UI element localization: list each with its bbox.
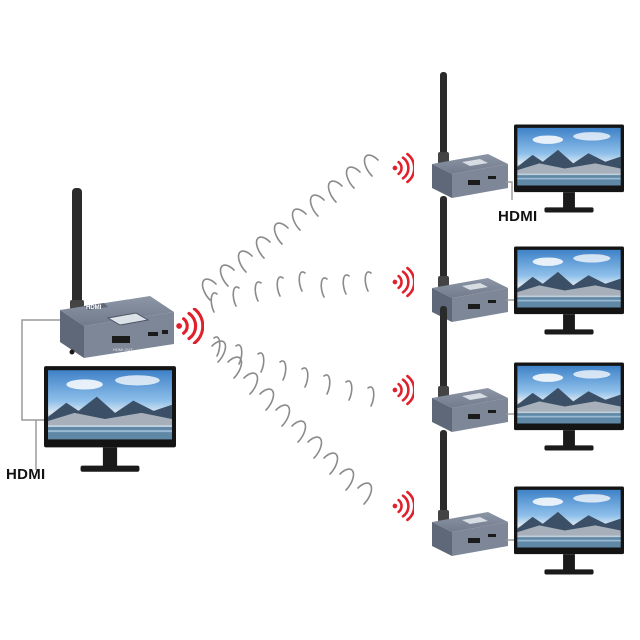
- wifi-signal-icon: [392, 374, 414, 406]
- receiver-unit-1: [392, 72, 624, 213]
- radio-waves: [201, 154, 379, 505]
- display-monitor-3: [514, 362, 624, 451]
- wifi-signal-icon: [392, 266, 414, 298]
- receiver-device-4: [432, 430, 508, 556]
- transmitter-hdmi-cable: [21, 319, 62, 421]
- source-hdmi-label: HDMI: [6, 466, 46, 483]
- source-monitor: [44, 366, 176, 472]
- antenna-icon: [72, 188, 82, 306]
- wifi-signal-icon: [392, 152, 414, 184]
- receiver-1-hdmi-label: HDMI: [498, 208, 538, 225]
- receiver-device-2: [432, 196, 508, 322]
- wifi-signal-icon: [174, 308, 204, 344]
- display-monitor-2: [514, 246, 624, 335]
- transmitter-output-label: HDMI OUT: [113, 347, 133, 352]
- receiver-device-1: [432, 72, 508, 198]
- wifi-signal-icon: [392, 490, 414, 522]
- display-monitor-4: [514, 486, 624, 575]
- receiver-unit-3: [392, 306, 624, 451]
- receiver-device-3: [432, 306, 508, 432]
- transmitter-brand-text: HDMI: [86, 305, 102, 311]
- display-monitor-1: [514, 124, 624, 213]
- hdmi-port-icon: [112, 336, 130, 343]
- transmitter-device: HDMI HDMI OUT: [60, 188, 174, 358]
- receiver-unit-4: [392, 430, 624, 575]
- receiver-unit-2: [392, 196, 624, 335]
